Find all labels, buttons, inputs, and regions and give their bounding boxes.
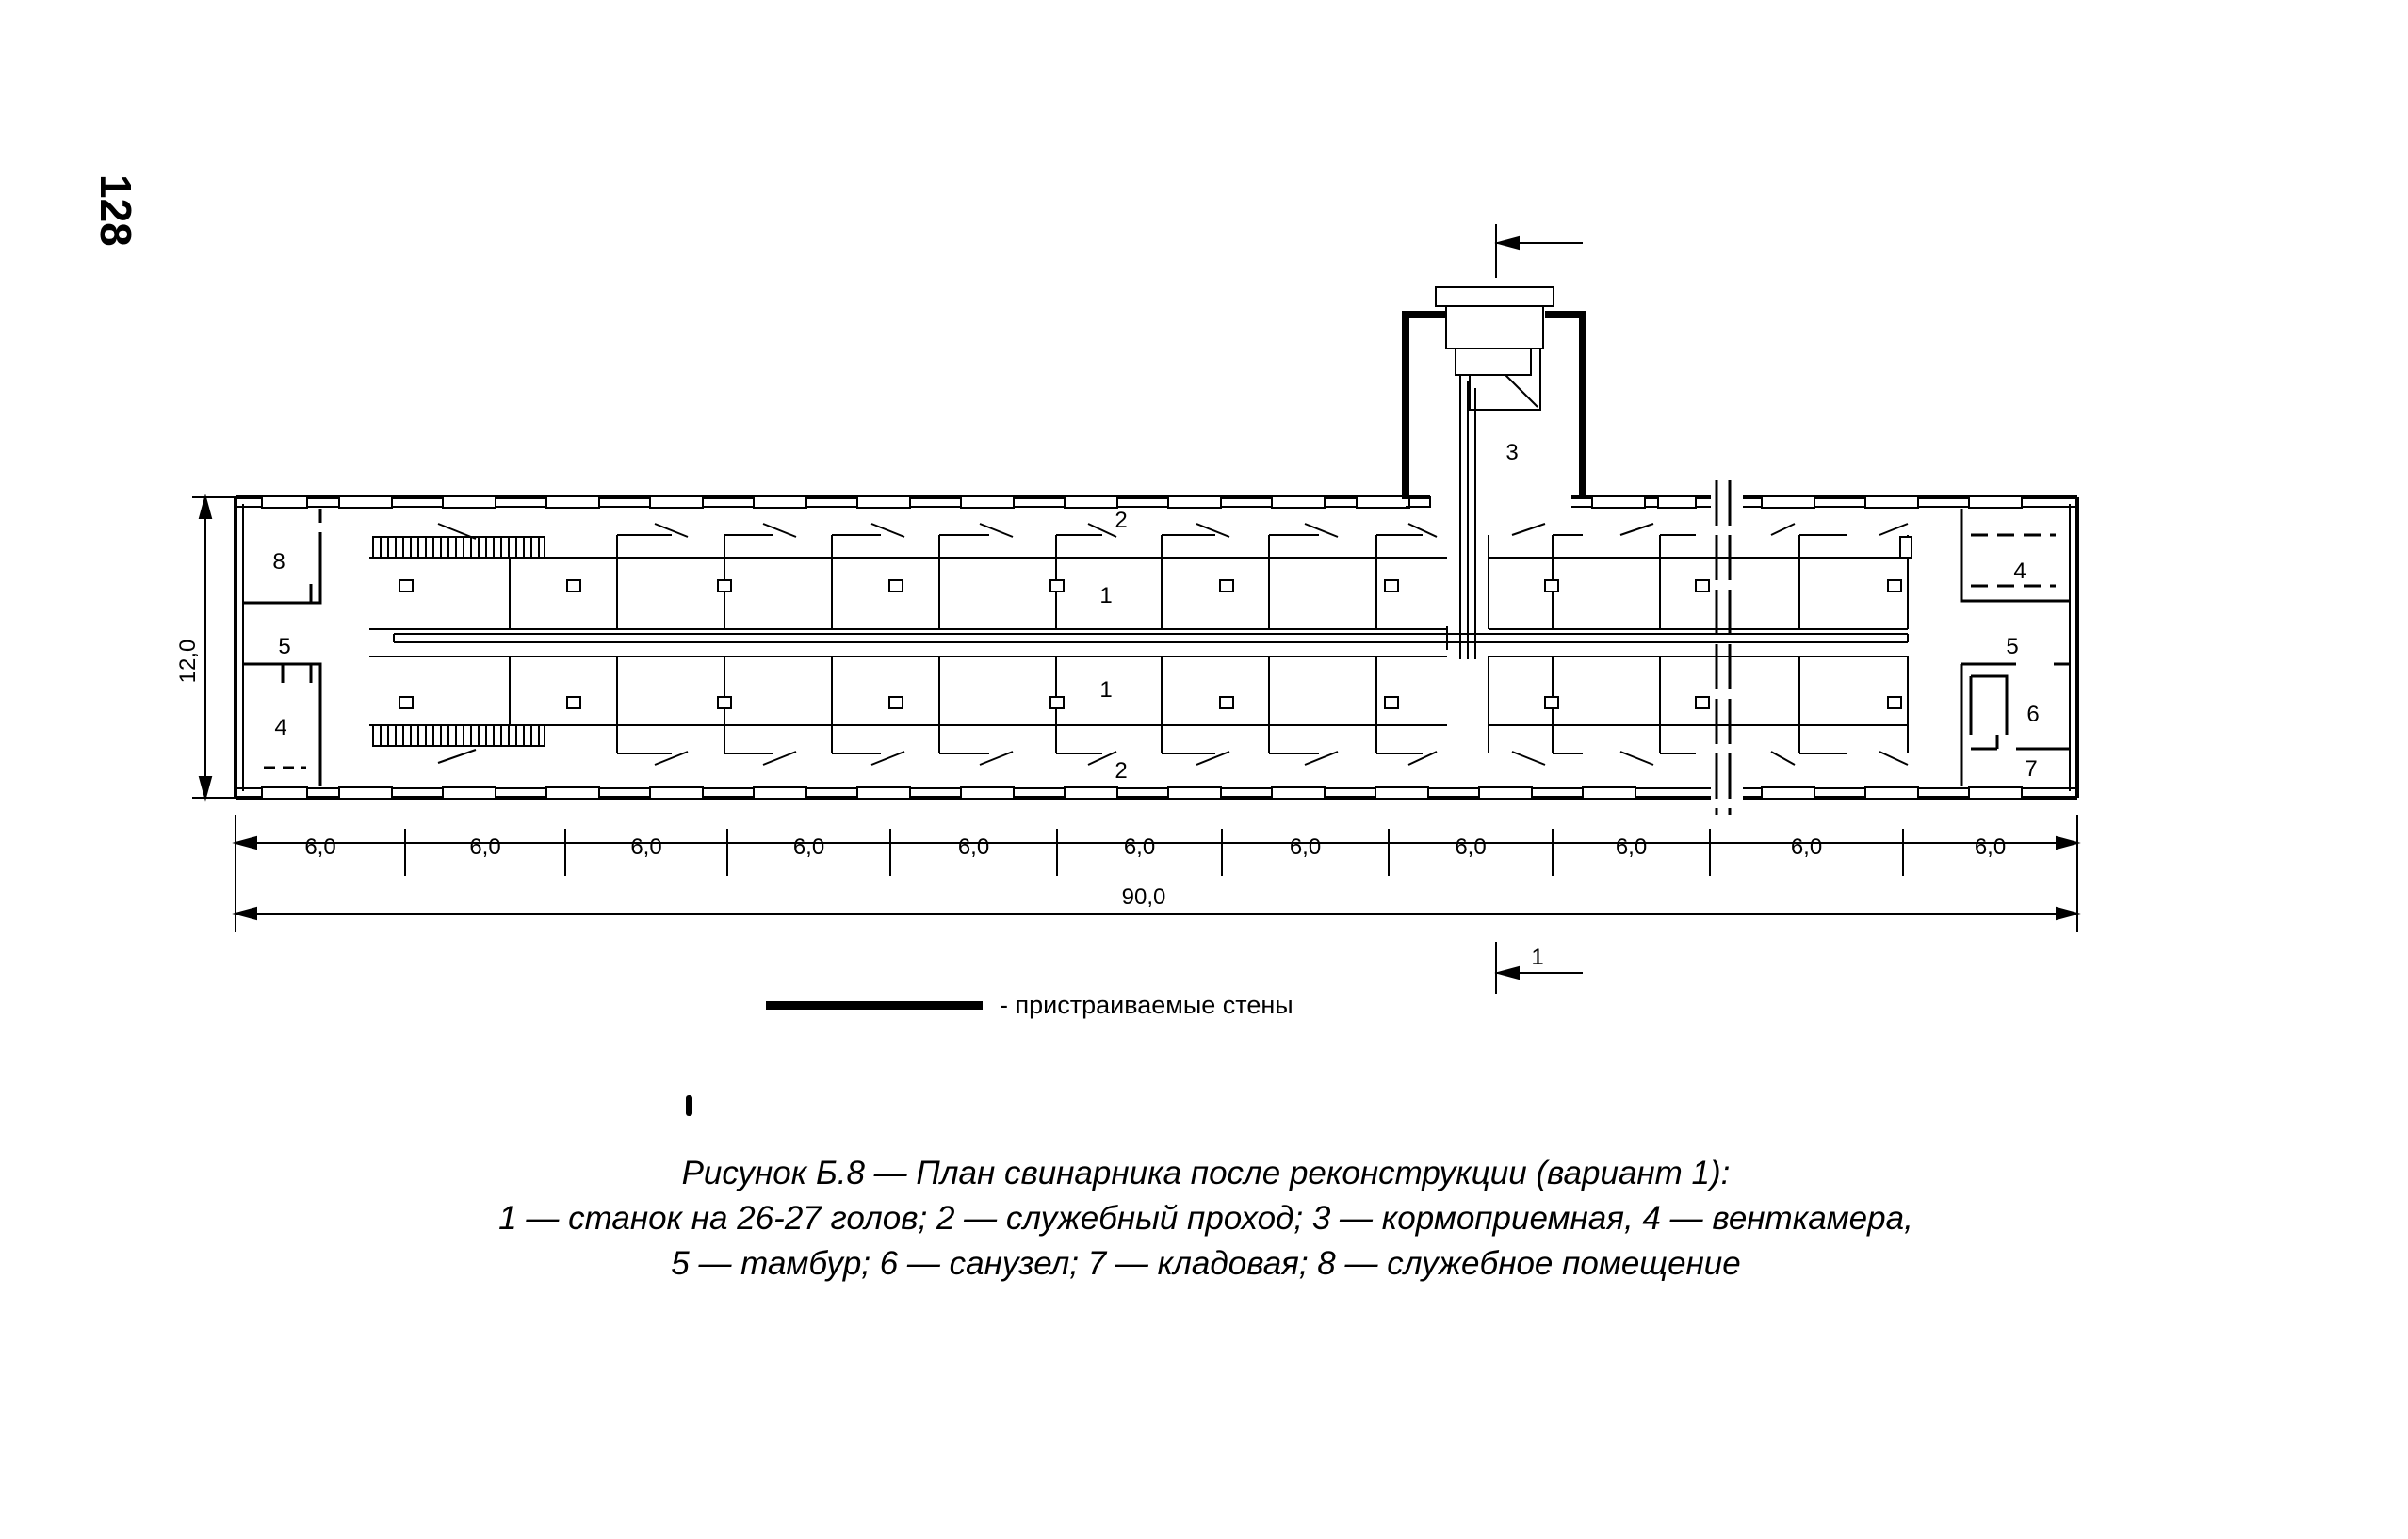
caption-line-3: 5 — тамбур; 6 — санузел; 7 — кладовая; 8… <box>671 1245 1741 1282</box>
label-room-8: 8 <box>272 549 285 575</box>
annex-added-walls <box>1402 311 1586 508</box>
bay-dimension-label: 6,0 <box>958 834 989 860</box>
feed-hopper <box>1435 286 1554 659</box>
bay-dimension-chain <box>232 815 2081 932</box>
label-room-4-right: 4 <box>2013 559 2026 584</box>
windows <box>261 495 2023 800</box>
bay-dimension-label: 6,0 <box>1975 834 2006 860</box>
figure-caption: Рисунок Б.8 — План свинарника после реко… <box>226 1151 2186 1287</box>
bay-dimension-labels: 6,0 6,0 6,0 6,0 6,0 6,0 6,0 6,0 6,0 6,0 6,0 <box>304 834 2006 860</box>
legend-text: - пристраиваемые стены <box>1000 990 1293 1019</box>
label-room-5-left: 5 <box>278 634 290 659</box>
bay-dimension-label: 6,0 <box>1455 834 1486 860</box>
left-end-rooms <box>243 509 322 786</box>
label-room-6: 6 <box>2026 702 2039 727</box>
room-labels: 8 5 4 1 1 2 2 3 4 5 6 7 <box>272 440 2039 784</box>
legend-thick-line-swatch <box>766 1000 983 1010</box>
bay-dimension-label: 6,0 <box>469 834 500 860</box>
label-stall-1-top: 1 <box>1099 583 1112 608</box>
bay-dimension-label: 6,0 <box>1616 834 1647 860</box>
bay-dimension-label: 6,0 <box>793 834 824 860</box>
label-room-4-left: 4 <box>274 715 286 740</box>
stalls-bottom <box>369 656 1909 766</box>
feeders <box>399 536 1912 709</box>
stray-ink-mark <box>686 1095 692 1116</box>
width-dimension <box>192 494 236 802</box>
bay-dimension-label: 6,0 <box>1124 834 1155 860</box>
bay-dimension-label: 6,0 <box>304 834 335 860</box>
bay-dimension-label: 6,0 <box>1791 834 1822 860</box>
label-room-7: 7 <box>2025 756 2037 782</box>
label-feed-room-3: 3 <box>1505 440 1518 465</box>
legend: - пристраиваемые стены <box>766 981 1293 1029</box>
total-dimension-label: 90,0 <box>1122 884 1166 910</box>
label-room-5-right: 5 <box>2006 634 2018 659</box>
section-mark-label: 1 <box>1531 945 1543 970</box>
label-passage-2-bottom: 2 <box>1115 758 1127 784</box>
label-stall-1-bottom: 1 <box>1099 677 1112 703</box>
right-end-rooms <box>1960 509 2070 786</box>
section-mark-bottom <box>1494 942 1583 994</box>
slatted-floors <box>372 536 545 747</box>
caption-line-1: Рисунок Б.8 — План свинарника после реко… <box>681 1155 1731 1191</box>
total-dimension <box>232 906 2081 921</box>
bay-dimension-label: 6,0 <box>630 834 661 860</box>
outer-walls <box>234 497 2079 798</box>
stalls-top <box>369 523 1909 630</box>
caption-line-2: 1 — станок на 26-27 голов; 2 — служебный… <box>498 1200 1913 1237</box>
bay-dimension-label: 6,0 <box>1290 834 1321 860</box>
width-dimension-label: 12,0 <box>175 640 201 684</box>
section-mark-top <box>1494 224 1583 278</box>
label-passage-2-top: 2 <box>1115 508 1127 533</box>
break-lines <box>1715 480 1732 815</box>
central-conveyor <box>393 626 1909 650</box>
